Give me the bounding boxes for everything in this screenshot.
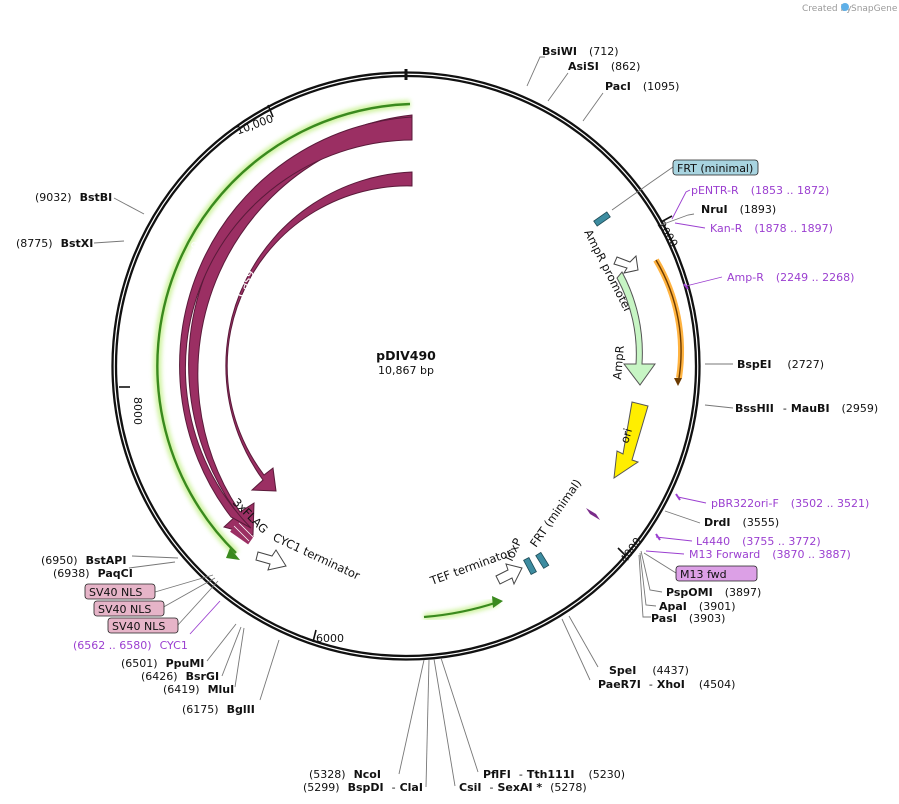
tick-label-6000: 6000: [316, 632, 344, 645]
plasmid-size: 10,867 bp: [378, 364, 434, 377]
ampr-promoter-arrow: [613, 254, 639, 274]
cas9-inner-arrow: [225, 171, 413, 492]
enzyme-ppumi: (6501)PpuMI: [121, 657, 204, 670]
orange-arc-arrowhead: [674, 378, 682, 386]
loxp-block: [523, 556, 537, 576]
tick-mark-4000: [617, 547, 627, 557]
m13-fwd-box: M13 fwd: [675, 565, 758, 582]
primer-l4440: L4440(3755 .. 3772): [696, 535, 821, 548]
tef-terminator-arrow: [495, 563, 523, 586]
sv40-leader-2: [159, 577, 216, 610]
enzyme-ncoi: (5328)NcoI: [309, 768, 381, 781]
frt-block: [535, 551, 550, 569]
sv40-nls-box-3: SV40 NLS: [107, 617, 179, 634]
enzyme-paer7i-xhoi: PaeR7I-XhoI(4504): [598, 678, 735, 691]
orange-arc: [655, 259, 682, 385]
tick-mark-6000: [312, 629, 317, 643]
enzyme-apai: ApaI(3901): [659, 600, 735, 613]
enzyme-pflfi-tth111i: PflFI-Tth111I(5230): [483, 768, 625, 781]
enzyme-bsshii-maubi: BssHII-MauBI(2959): [735, 402, 878, 415]
tick-label-4000: 4000: [618, 535, 645, 565]
enzyme-bglii: (6175)BglII: [182, 703, 255, 716]
enzyme-bsrgi: (6426)BsrGI: [141, 670, 219, 683]
frt-minimal-label: FRT (minimal): [527, 476, 584, 549]
tick-label-10000: 10,000: [234, 112, 275, 137]
frt-minimal-box: FRT (minimal): [672, 159, 759, 176]
sv40-nls-2-text: SV40 NLS: [98, 603, 151, 616]
enzyme-bstapi: (6950)BstAPI: [41, 554, 126, 567]
enzyme-nrui: NruI(1893): [701, 203, 776, 216]
enzyme-drdi: DrdI(3555): [704, 516, 779, 529]
ori-label: ori: [617, 427, 635, 445]
tick-mark-2000: [660, 215, 673, 223]
tef-green-arrowhead: [492, 596, 503, 608]
orange-arc-glow: [653, 258, 685, 379]
plasmid-name: pDIV490: [376, 348, 436, 363]
primer-m13-forward: M13 Forward(3870 .. 3887): [689, 548, 851, 561]
primer-cyc1: (6562 .. 6580)CYC1: [73, 639, 188, 652]
tef-green-arc: [423, 600, 499, 619]
sv40-leader-3: [176, 580, 219, 627]
enzyme-bstxi: (8775)BstXI: [16, 237, 93, 250]
enzyme-pspomi: PspOMI(3897): [666, 586, 761, 599]
enzyme-spei: SpeI(4437): [609, 664, 689, 677]
tef-green-highlight: [423, 598, 500, 621]
enzyme-mlui: (6419)MluI: [163, 683, 234, 696]
frt-top-block: [593, 211, 611, 227]
enzyme-labels: BsiWI(712) AsiSI(862) PacI(1095) NruI(18…: [16, 45, 878, 794]
primer-kan-r: Kan-R(1878 .. 1897): [710, 222, 833, 235]
frt-box-leader: [611, 166, 674, 211]
cas9-inner-label: Cas9: [233, 268, 257, 300]
primer-amp-r: Amp-R(2249 .. 2268): [727, 271, 854, 284]
enzyme-pasi: PasI(3903): [651, 612, 725, 625]
enzyme-bspei: BspEI(2727): [737, 358, 824, 371]
primer-leaders: [189, 189, 723, 635]
credit-text: Created by: [802, 4, 852, 14]
ori-arrow: [613, 401, 649, 480]
enzyme-paqci: (6938)PaqCI: [53, 567, 133, 580]
credit-brand: SnapGene: [851, 4, 898, 14]
primer-marker-icon: [586, 508, 600, 520]
enzyme-bstbi: (9032)BstBI: [35, 191, 112, 204]
sv40-nls-1-text: SV40 NLS: [89, 586, 142, 599]
loxp-label: loxP: [502, 536, 525, 563]
m13-fwd-box-text: M13 fwd: [680, 568, 727, 581]
green-arc-arrowhead: [226, 548, 240, 560]
green-arc: [156, 102, 411, 554]
sv40-nls-box-2: SV40 NLS: [93, 600, 165, 617]
enzyme-leaders: [93, 56, 734, 788]
enzyme-bspdi-clai: (5299)BspDI-ClaI: [303, 781, 423, 794]
tick-mark-10000: [267, 104, 274, 118]
sv40-leader-1: [154, 574, 214, 593]
enzyme-bsiwi: BsiWI(712): [542, 45, 619, 58]
enzyme-csii-sexai: CsiI-SexAI *(5278): [459, 781, 587, 794]
enzyme-paci: PacI(1095): [605, 80, 679, 93]
primer-labels: pENTR-R(1853 .. 1872) Kan-R(1878 .. 1897…: [73, 184, 869, 652]
sv40-nls-box-1: SV40 NLS: [84, 583, 156, 600]
m13-box-leader: [643, 552, 677, 574]
cyc1-terminator-label: CYC1 terminator: [271, 530, 363, 583]
primer-pbr322ori-f: pBR322ori-F(3502 .. 3521): [711, 497, 869, 510]
enzyme-asisi: AsiSI(862): [568, 60, 640, 73]
ampr-arrow: [616, 271, 656, 386]
tick-label-8000: 8000: [131, 397, 144, 425]
frt-minimal-box-text: FRT (minimal): [677, 162, 753, 175]
primer-pentr-r: pENTR-R(1853 .. 1872): [691, 184, 829, 197]
sv40-nls-3-text: SV40 NLS: [112, 620, 165, 633]
ampr-label: AmpR: [610, 345, 627, 380]
snapgene-logo-icon: [841, 3, 849, 11]
cas9-outer-body: [179, 116, 413, 529]
cyc1-terminator-arrow: [255, 549, 287, 571]
3xflag-block: [230, 522, 255, 545]
